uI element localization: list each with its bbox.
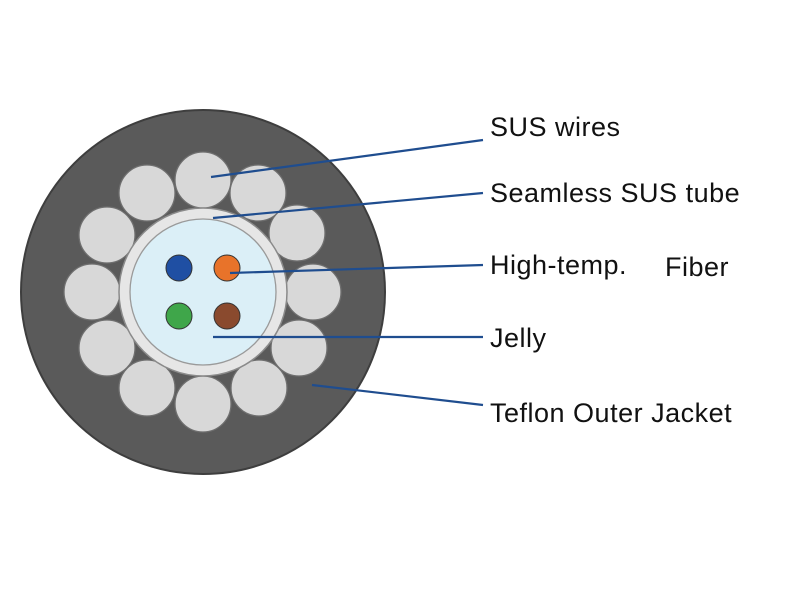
sus-wire [229,164,287,222]
sus-wire [63,263,121,321]
fiber-blue [165,254,193,282]
labels: SUS wires Seamless SUS tube High-temp. F… [490,112,740,428]
leader-sus-wires [210,138,484,179]
label-fiber: Fiber [665,252,729,282]
sus-wires-ring [63,151,342,433]
label-jelly: Jelly [490,323,547,353]
leader-jacket [311,383,484,407]
sus-wire [174,375,232,433]
leader-fiber [229,263,484,275]
label-sus-wires: SUS wires [490,112,621,142]
sus-wire [78,206,136,264]
label-high-temp: High-temp. [490,250,627,280]
optical-fibers [165,254,241,330]
fiber-green [165,302,193,330]
sus-wire [118,359,176,417]
sus-wire [78,319,136,377]
leader-seamless-tube [212,191,484,220]
sus-wire [174,151,232,209]
leader-lines [210,138,484,407]
jelly-fill [129,218,277,366]
sus-wire [118,164,176,222]
fiber-orange [213,254,241,282]
fiber-brown [213,302,241,330]
sus-wire [270,319,328,377]
sus-wire [230,359,288,417]
label-teflon-outer-jacket: Teflon Outer Jacket [490,398,732,428]
sus-wire [284,263,342,321]
sus-wire [268,204,326,262]
label-seamless-sus-tube: Seamless SUS tube [490,178,740,208]
